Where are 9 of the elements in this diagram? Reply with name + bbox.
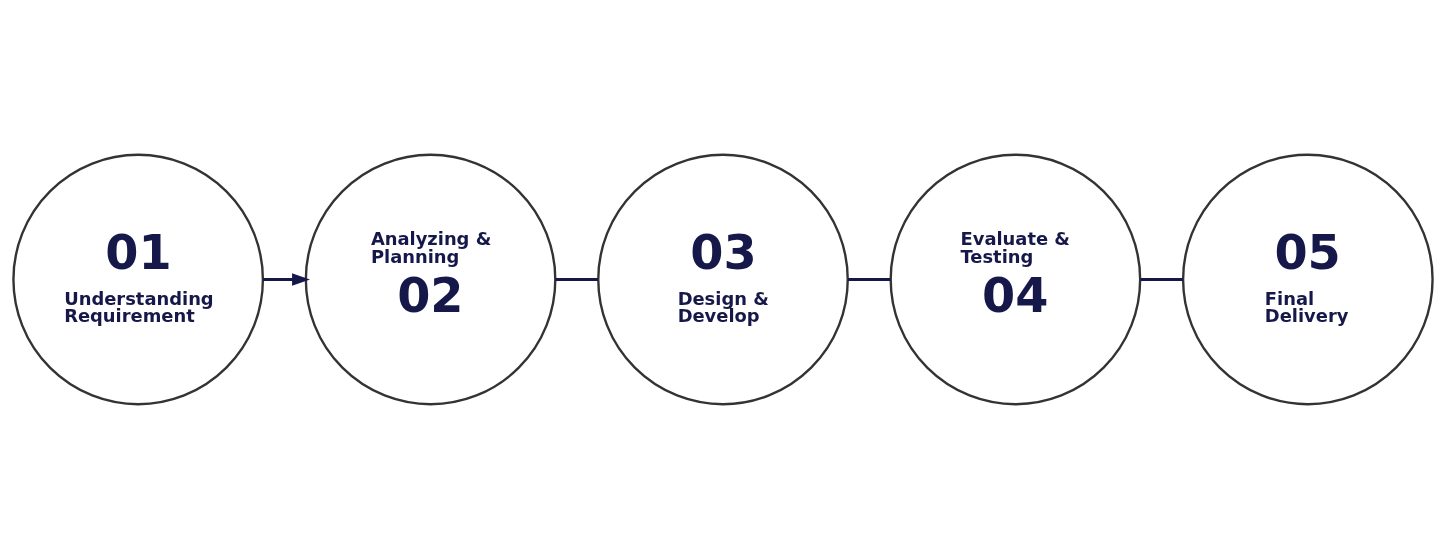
arrow <box>263 273 310 286</box>
node-circle: 01 Understanding Requirement <box>12 153 265 406</box>
connector <box>555 278 598 281</box>
node-circle: Evaluate & Testing 04 <box>889 153 1142 406</box>
connector <box>1140 278 1183 281</box>
connector <box>848 278 891 281</box>
node-circle: 03 Design & Develop <box>597 153 849 406</box>
node-circle: 05 Final Delivery <box>1181 153 1434 406</box>
node-circle: Analyzing & Planning 02 <box>304 153 557 406</box>
